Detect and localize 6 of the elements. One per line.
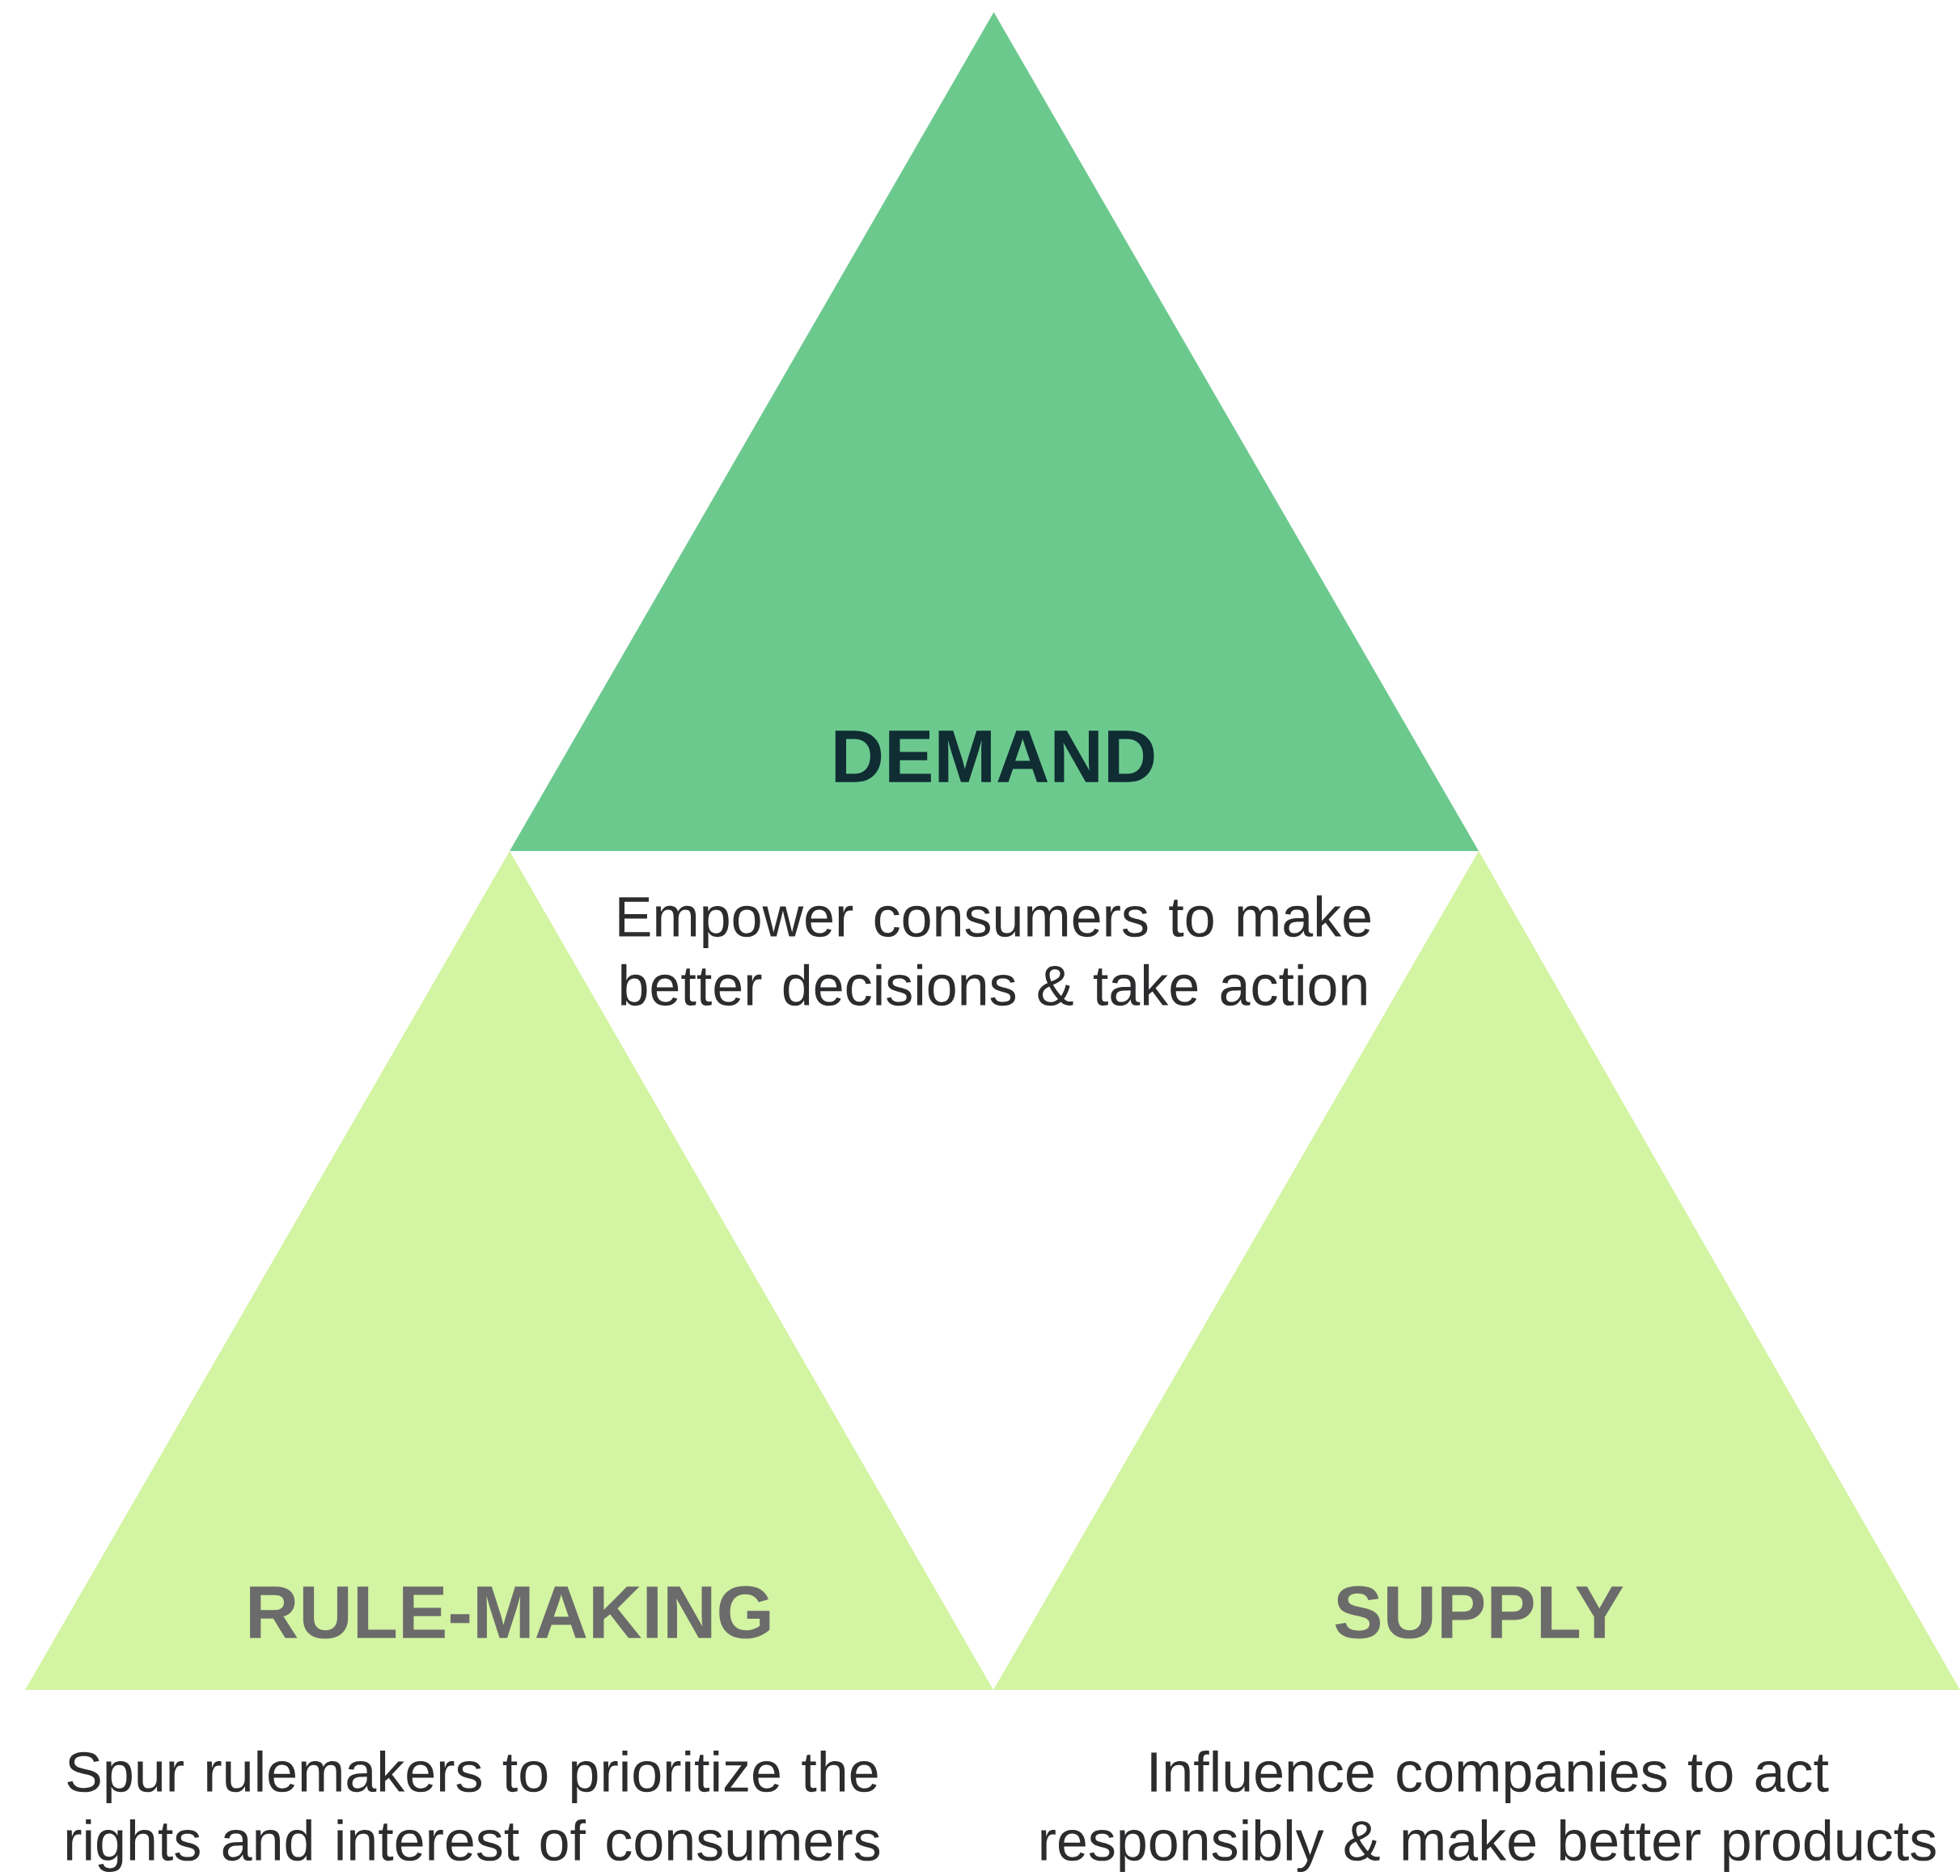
description: Spur rulemakers to prioritize the rights and interest of consumers — [66, 1750, 880, 1873]
heading: RULE-MAKING — [250, 1586, 770, 1639]
description: Influence companies to act responsibly & make better products — [1041, 1750, 1936, 1873]
heading: DEMAND — [835, 730, 1154, 782]
description: Empower consumers to make better decisions & take action — [619, 895, 1370, 1006]
heading: SUPPLY — [1335, 1586, 1623, 1639]
